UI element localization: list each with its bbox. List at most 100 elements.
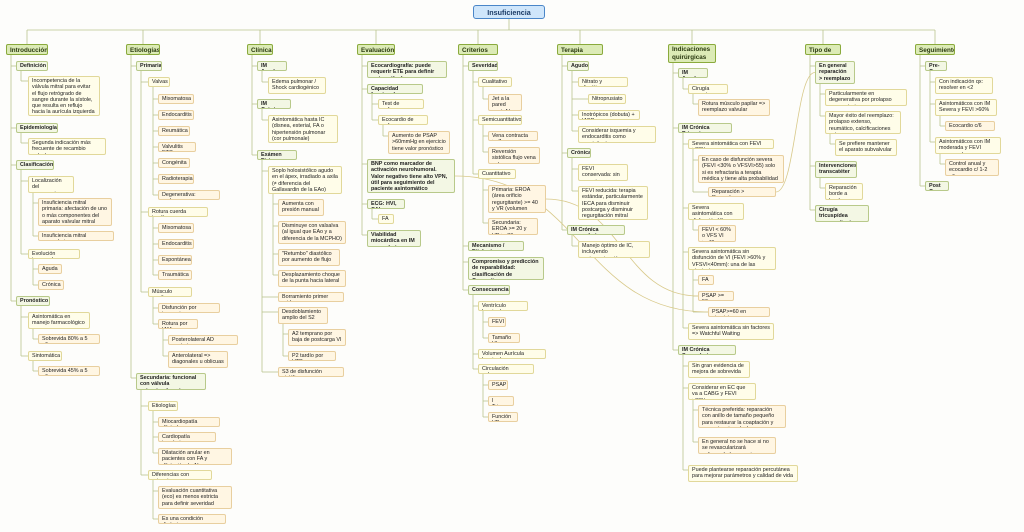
node-cirugia-urgente[interactable]: Cirugía urgente	[688, 84, 728, 94]
node-cuantitativo[interactable]: Cuantitativo	[478, 169, 516, 179]
node-inotropicos[interactable]: Inotrópicos (dobuta) + IABP	[578, 110, 640, 120]
node-sintomatica[interactable]: Sintomática	[28, 351, 62, 361]
node-severa-asint-sin-disf[interactable]: Severa asintomática sin disfunción de VI…	[688, 247, 776, 270]
node-imc-clinica[interactable]: IM Crónica	[257, 99, 291, 109]
node-ecocardio-esfuerzo[interactable]: Ecocardio de esfuerzo	[378, 115, 428, 125]
node-rotura-iam[interactable]: Rotura por IAM	[158, 319, 198, 329]
node-localizacion[interactable]: Localización del compromiso	[28, 176, 74, 193]
node-miocardiopatia[interactable]: Miocardiopatía dilatada	[158, 417, 220, 427]
node-cualitativo[interactable]: Cualitativo	[478, 77, 512, 87]
node-asintomaticos-severa[interactable]: Asintomáticos con IM Severa y FEVI >60%	[935, 99, 997, 116]
node-asintomaticos-moderada[interactable]: Asintomáticos con IM moderada y FEVI pre…	[935, 137, 1001, 154]
category-seguimiento[interactable]: Seguimiento	[915, 44, 955, 55]
node-severidad[interactable]: Severidad	[468, 61, 498, 71]
node-im-secundaria[interactable]: Insuficiencia mitral secundaria	[38, 231, 114, 241]
node-evaluacion-cuant[interactable]: Evaluación cuantitativa (eco) es menos e…	[158, 486, 232, 509]
node-tecnica-preferida[interactable]: Técnica preferida: reparación con anillo…	[698, 405, 786, 428]
node-desplazamiento[interactable]: Desplazamiento choque de la punta hacia …	[278, 270, 346, 287]
node-reversion[interactable]: Reversión sistólica flujo vena pulmonar	[488, 147, 540, 164]
root-title[interactable]: Insuficiencia Mitral	[473, 5, 545, 19]
node-ecocardiografia[interactable]: Ecocardiografía: puede requerir ETE para…	[367, 61, 447, 78]
node-musculo-papilar[interactable]: Músculo papilar	[148, 287, 192, 297]
node-fa-eval[interactable]: FA	[378, 214, 394, 224]
node-secundaria-eroa[interactable]: Secundaria: EROA >= 20 y VR >=30	[488, 218, 538, 235]
node-im-primaria[interactable]: Insuficiencia mitral primaria: afectació…	[38, 198, 112, 226]
node-nitrato[interactable]: Nitrato y diuréticos	[578, 77, 628, 87]
node-pre-qx[interactable]: Pre-Qx	[925, 61, 947, 71]
node-cirugia-tricuspidea[interactable]: Cirugía tricuspídea concomitante:	[815, 205, 869, 222]
node-aumenta-presion[interactable]: Aumenta con presión manual	[278, 199, 324, 216]
category-etiologias[interactable]: Etiologías	[126, 44, 160, 55]
node-considerar-isquemia[interactable]: Considerar isquemia y endocarditis como …	[578, 126, 656, 143]
node-psap-60[interactable]: PSAP>=60 en ejercicio	[708, 307, 770, 317]
node-s3[interactable]: S3 de disfunción sistólica	[278, 367, 344, 377]
node-particularmente[interactable]: Particularmente en degenerativa por prol…	[825, 89, 907, 106]
node-primaria[interactable]: Primaria	[136, 61, 162, 71]
node-desdoblamiento[interactable]: Desdoblamiento amplio del S2	[278, 307, 328, 324]
node-primaria-eroa[interactable]: Primaria: EROA (área orificio regurgitan…	[488, 185, 546, 213]
node-secundaria[interactable]: Secundaria: funcional con válvula estruc…	[136, 373, 206, 390]
category-indicaciones-quirurgicas[interactable]: Indicaciones quirúrgicas	[668, 44, 716, 63]
node-fevi-conservada[interactable]: FEVI conservada: sin manejo específico	[578, 164, 628, 181]
node-bnp[interactable]: BNP como marcador de activación neurohum…	[367, 159, 455, 193]
node-en-general-no[interactable]: En general no se hace si no se revascula…	[698, 437, 776, 454]
node-ima-clinica[interactable]: IM Aguda	[257, 61, 287, 71]
node-cronica-tm[interactable]: Crónica	[567, 148, 591, 158]
node-imc-secundaria[interactable]: IM Crónica Secundaria	[678, 345, 736, 355]
node-ima-iq[interactable]: IM Aguda	[678, 68, 708, 78]
node-jet[interactable]: Jet a la pared post. AI	[488, 94, 522, 111]
node-test-esfuerzo[interactable]: Test de esfuerzo	[378, 99, 424, 109]
node-reumatica[interactable]: Reumática	[158, 126, 190, 136]
node-definicion[interactable]: Definición	[16, 61, 48, 71]
node-examen-fisico[interactable]: Exámen Físico	[257, 150, 297, 160]
node-ecocardio-6[interactable]: Ecocardio c/6 meses	[945, 121, 995, 131]
node-funcion-vd[interactable]: Función VD	[488, 412, 518, 422]
node-disfuncion-isquemia[interactable]: Disfunción por isquemia	[158, 303, 220, 313]
category-terapia-medica[interactable]: Terapia Médica	[557, 44, 603, 55]
node-p2-tardio[interactable]: P2 tardío por HTP	[288, 351, 336, 361]
node-clasificacion[interactable]: Clasificación	[16, 160, 54, 170]
node-endocarditis[interactable]: Endocarditis	[158, 110, 194, 120]
node-sobrevida-80[interactable]: Sobrevida 80% a 5 años	[38, 334, 100, 344]
node-soplo[interactable]: Soplo holosistólico agudo en el ápex, ir…	[268, 166, 342, 194]
node-rotura-cuerda[interactable]: Rotura cuerda tendínea	[148, 207, 208, 217]
category-tipo-qx[interactable]: Tipo de Qx:	[805, 44, 841, 55]
node-capacidad-funcional[interactable]: Capacidad funcional	[367, 84, 423, 94]
node-cronica[interactable]: Crónica	[38, 280, 64, 290]
node-a2-temprano[interactable]: A2 temprano por baja de postcarga VI	[288, 329, 346, 346]
node-fevi-crit[interactable]: FEVI	[488, 317, 506, 327]
node-consecuencias[interactable]: Consecuencias	[468, 285, 510, 295]
node-nitroprusiato[interactable]: Nitroprusiato	[588, 94, 626, 104]
node-psap-crit[interactable]: PSAP	[488, 380, 508, 390]
node-mayor-exito[interactable]: Mayor éxito del reemplazo: prolapso exte…	[825, 111, 901, 134]
node-severa-sintomatica[interactable]: Severa sintomática con FEVI >30%	[688, 139, 774, 149]
node-rotura-musculo[interactable]: Rotura músculo papilar => reemplazo valv…	[698, 99, 770, 116]
node-epidemiologia-text[interactable]: Segunda indicación más frecuente de reca…	[28, 138, 106, 155]
node-evolucion-temporal[interactable]: Evolución temporal	[28, 249, 80, 259]
node-fevi-reducida[interactable]: FEVI reducida: terapia estándar, particu…	[578, 186, 648, 220]
node-psap-valor[interactable]: Aumento de PSAP >60mmHg en ejercicio tie…	[388, 131, 450, 154]
node-definicion-text[interactable]: Incompetencia de la válvula mitral para …	[28, 76, 100, 116]
node-post-qx[interactable]: Post Qx	[925, 181, 949, 191]
node-congenita[interactable]: Congénita	[158, 158, 190, 168]
node-condicion-dinamica[interactable]: Es una condición dinámica	[158, 514, 226, 524]
node-disminuye-valsalva[interactable]: Disminuye con valsalva (al igual que EAo…	[278, 221, 346, 244]
node-ecg[interactable]: ECG: HVI, CAI	[367, 199, 405, 209]
node-disfuncion-severa[interactable]: En caso de disfunción severa (FEVI <30% …	[698, 155, 784, 183]
category-introduccion[interactable]: Introducción	[6, 44, 48, 55]
node-traumatica[interactable]: Traumática	[158, 270, 192, 280]
node-cardiopatia[interactable]: Cardiopatía isquémica	[158, 432, 216, 442]
node-i-tricusp[interactable]: I Tricusp	[488, 396, 514, 406]
node-valvulitis[interactable]: Valvulitis ETC	[158, 142, 196, 152]
node-edema-shock[interactable]: Edema pulmonar / Shock cardiogénico	[268, 77, 326, 94]
category-clinica[interactable]: Clínica	[247, 44, 273, 55]
node-vena-contracta[interactable]: Vena contracta >=7.	[488, 131, 538, 141]
node-borde-a-borde[interactable]: Reparación borde a borde	[825, 183, 863, 200]
node-diferencias[interactable]: Diferencias con primaria	[148, 470, 212, 480]
node-endocarditis-2[interactable]: Endocarditis	[158, 239, 194, 249]
node-asintomatica-farmaco[interactable]: Asintomática en manejo farmacológico	[28, 312, 90, 329]
node-retumbo[interactable]: "Retumbo" diastólico por aumento de fluj…	[278, 249, 340, 266]
node-viabilidad[interactable]: Viabilidad miocárdica en IM secundaria	[367, 230, 421, 247]
node-pronostico[interactable]: Pronóstico	[16, 296, 50, 306]
node-degenerativa[interactable]: Degenerativa: prolapso	[158, 190, 220, 200]
